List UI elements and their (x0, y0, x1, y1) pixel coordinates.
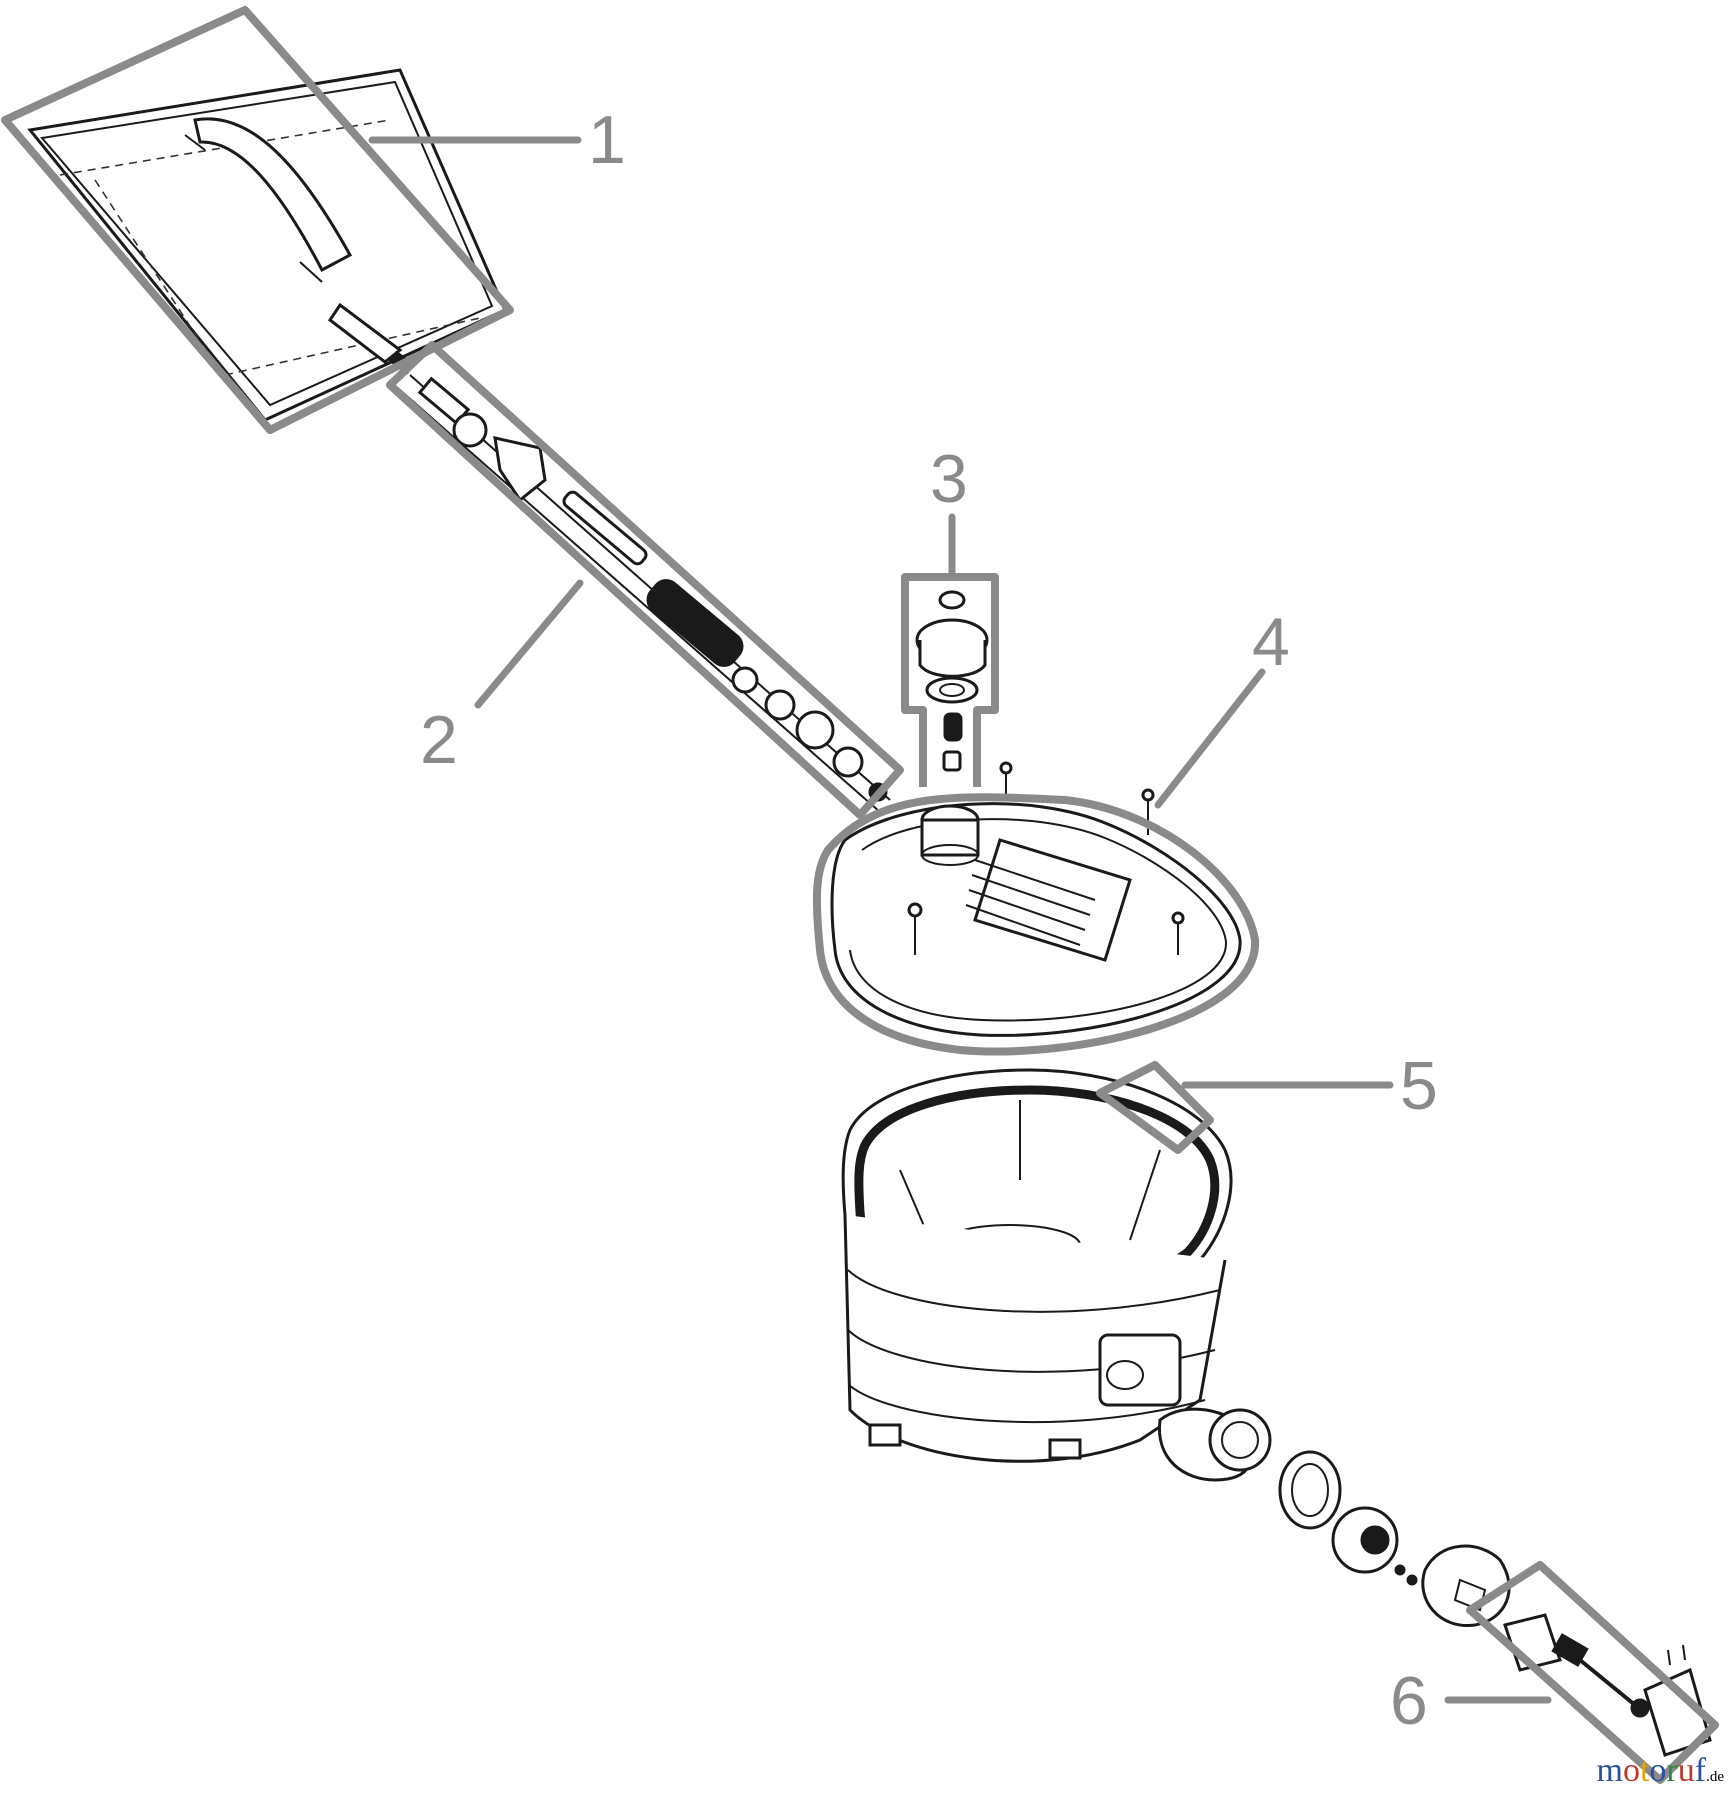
watermark-letter: f (1694, 1752, 1707, 1789)
motoruf-watermark: motoruf.de (1597, 1752, 1724, 1790)
callout-6: 6 (1390, 1663, 1428, 1739)
watermark-letter: u (1677, 1752, 1695, 1789)
part-3-spring (943, 712, 963, 742)
part-4-vent-grille (965, 859, 1096, 946)
part-1-frame (1, 6, 514, 434)
callout-1: 1 (588, 102, 626, 178)
callout-4: 4 (1252, 604, 1290, 680)
callout-5: 5 (1400, 1048, 1438, 1124)
part-2-frame (386, 341, 904, 819)
part-2-spring (646, 579, 744, 667)
part-6-frame (1466, 1561, 1719, 1784)
leader-4 (1154, 668, 1266, 809)
base-tank (841, 1068, 1233, 1463)
part-3-valve-cap (915, 590, 989, 772)
callout-leaders (368, 136, 1552, 1704)
callout-2: 2 (420, 702, 458, 778)
watermark-letter: m (1596, 1752, 1623, 1789)
leader-2 (474, 579, 584, 709)
watermark-letter: r (1666, 1752, 1678, 1789)
part-4-screws (907, 761, 1185, 955)
watermark-suffix: .de (1706, 1769, 1724, 1785)
part-2-shaft-assembly (399, 374, 891, 813)
part-4-housing-top (830, 761, 1242, 1037)
part-4-frame (812, 793, 1260, 1056)
watermark-letter: t (1639, 1752, 1650, 1789)
part-1-cover-plate (27, 68, 507, 422)
part-5-frame (1096, 1061, 1214, 1154)
callout-3: 3 (930, 441, 968, 517)
watermark-letters: motoruf (1597, 1752, 1707, 1789)
watermark-letter: o (1649, 1752, 1667, 1789)
motor-internals (1157, 1407, 1511, 1628)
watermark-letter: o (1622, 1752, 1640, 1789)
callout-labels: 1 2 3 4 5 6 (420, 102, 1438, 1739)
